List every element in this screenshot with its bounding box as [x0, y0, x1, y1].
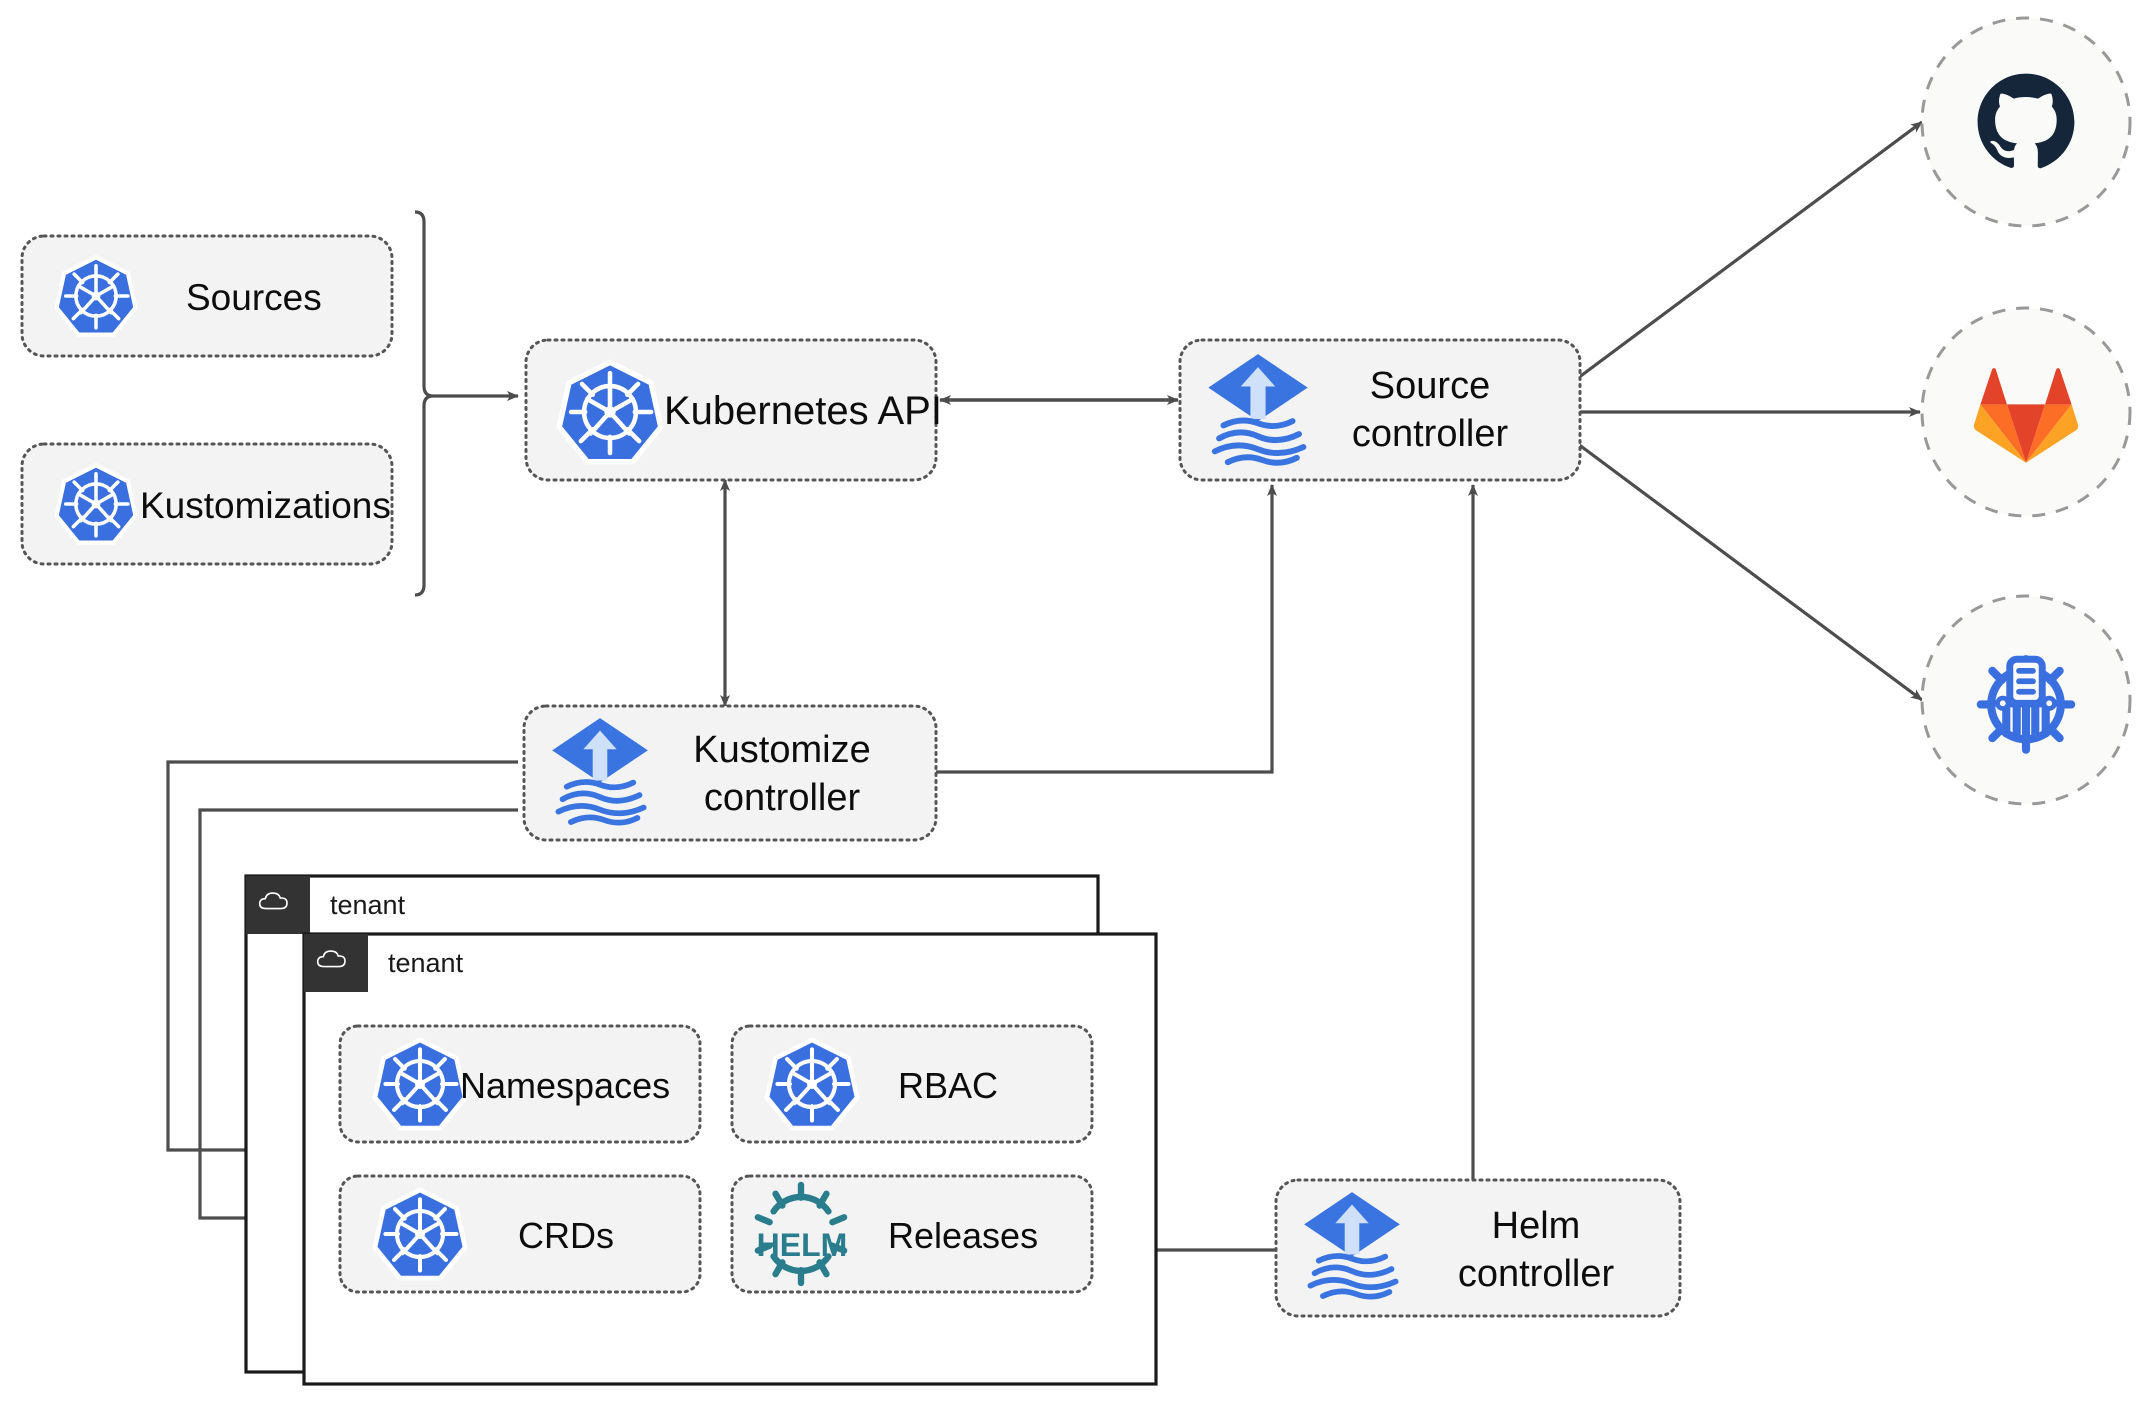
kubernetes-icon [375, 1040, 465, 1128]
helm-repository-icon [1981, 659, 2071, 749]
helm-wordmark: HELM [757, 1227, 848, 1263]
helm-controller-label-line1: Helm [1492, 1205, 1581, 1247]
source-controller-label-line2: controller [1352, 413, 1509, 455]
provider-helm-repository[interactable] [1920, 594, 2132, 806]
github-circle [1920, 16, 2132, 228]
edge-kustomize-to-tenant-back [166, 760, 518, 1155]
tenant-resource-rbac[interactable]: RBAC [730, 1024, 1094, 1144]
tenant-front-frame [302, 932, 1158, 1386]
helm-controller-box [1274, 1178, 1682, 1318]
tenant-back-header-badge [246, 876, 310, 934]
helm-controller-label-line2: controller [1458, 1253, 1615, 1295]
node-kustomize-controller[interactable]: Kustomize controller [522, 704, 938, 842]
kubernetes-icon [767, 1040, 857, 1128]
crds-label: CRDs [518, 1215, 614, 1256]
edge-kustomize-to-source [934, 484, 1277, 774]
node-source-controller[interactable]: Source controller [1178, 338, 1582, 482]
kubernetes-api-label: Kubernetes API [664, 389, 942, 433]
tenant-resource-namespaces[interactable]: Namespaces [338, 1024, 702, 1144]
kubernetes-icon [57, 257, 136, 334]
tenant-resource-crds[interactable]: CRDs [338, 1174, 702, 1294]
tenant-front-label: tenant [388, 948, 464, 978]
kubernetes-icon [57, 465, 136, 542]
kustomizations-label: Kustomizations [140, 485, 391, 526]
provider-gitlab[interactable] [1920, 306, 2132, 518]
resource-sources[interactable]: Sources [20, 234, 394, 358]
rbac-label: RBAC [898, 1065, 998, 1106]
releases-label: Releases [888, 1215, 1038, 1256]
node-kubernetes-api[interactable]: Kubernetes API [524, 338, 942, 482]
namespaces-label: Namespaces [460, 1065, 670, 1106]
resource-kustomizations[interactable]: Kustomizations [20, 442, 394, 566]
tenant-resource-releases[interactable]: HELM Releases [730, 1174, 1094, 1294]
kustomize-controller-label-line2: controller [704, 777, 861, 819]
tenant-front-header-badge [304, 934, 368, 992]
node-helm-controller[interactable]: Helm controller [1274, 1178, 1682, 1318]
sources-label: Sources [186, 277, 322, 318]
provider-github[interactable] [1920, 16, 2132, 228]
kubernetes-icon [559, 362, 661, 461]
tenant-panel-front[interactable]: tenant [302, 932, 1158, 1386]
tenant-back-label: tenant [330, 890, 406, 920]
source-controller-label-line1: Source [1370, 365, 1490, 407]
group-bracket [414, 210, 434, 597]
kustomize-controller-label-line1: Kustomize [693, 729, 870, 771]
edge-source-to-github [1577, 120, 1923, 380]
edge-source-to-helm-repository [1577, 442, 1923, 702]
kubernetes-icon [375, 1190, 465, 1278]
